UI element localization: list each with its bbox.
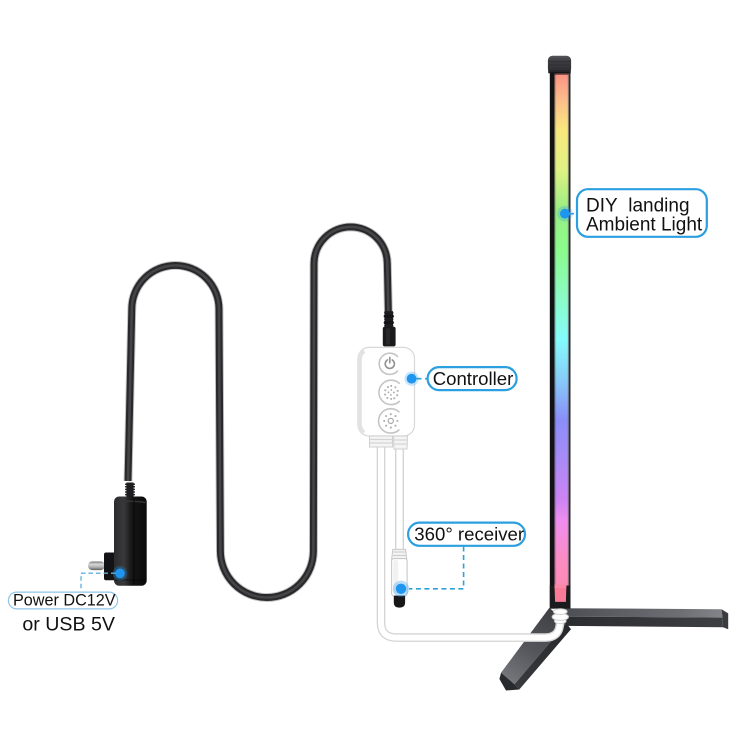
svg-text:DIY landing: DIY landing	[586, 195, 690, 216]
svg-text:360° receiver: 360° receiver	[414, 524, 524, 545]
svg-text:Power DC12V: Power DC12V	[13, 591, 116, 609]
svg-text:or USB 5V: or USB 5V	[22, 614, 115, 636]
svg-text:Ambient Light: Ambient Light	[586, 215, 703, 236]
svg-text:Controller: Controller	[433, 368, 514, 389]
